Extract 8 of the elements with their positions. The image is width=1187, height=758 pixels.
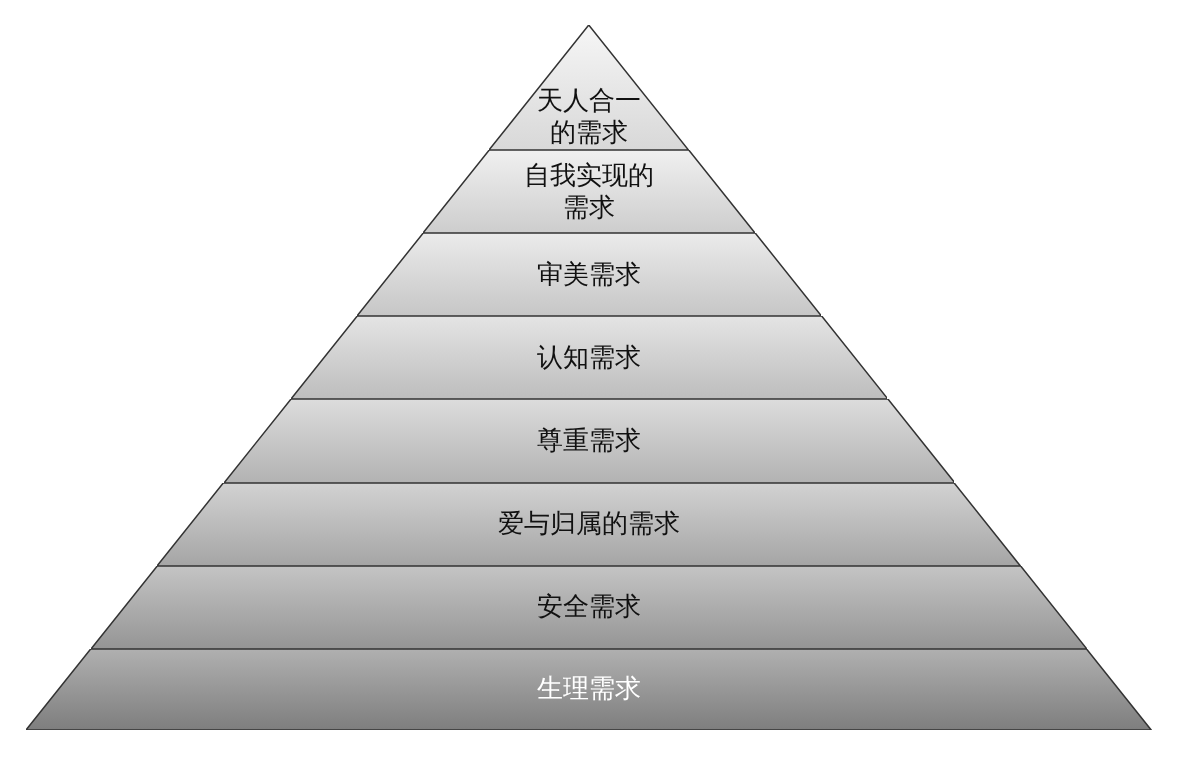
level-label: 爱与归属的需求	[498, 507, 680, 539]
level-label: 审美需求	[537, 258, 641, 290]
level-label: 尊重需求	[537, 424, 641, 456]
level-label: 天人合一的需求	[536, 84, 642, 148]
level-label: 生理需求	[537, 672, 641, 704]
level-label: 安全需求	[537, 590, 641, 622]
level-label: 认知需求	[537, 341, 641, 373]
level-label: 自我实现的需求	[524, 159, 654, 223]
